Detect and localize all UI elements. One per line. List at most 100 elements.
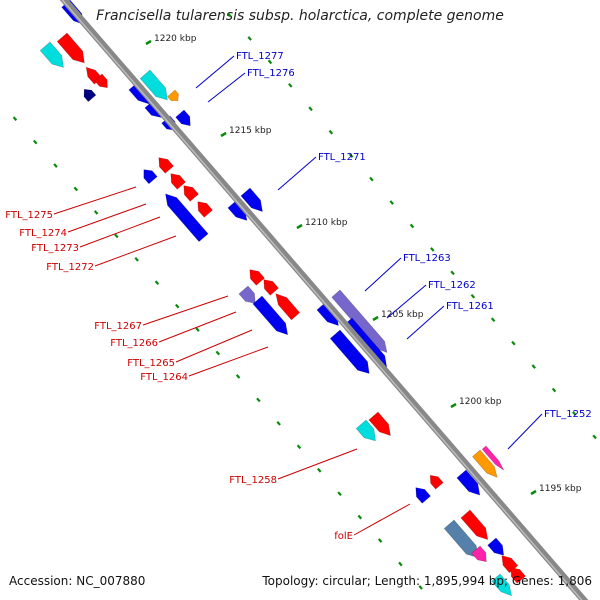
forward-gene-label: FTL_1276 xyxy=(247,68,295,79)
gene-arrow-red xyxy=(56,32,85,64)
ruler-tick-label: 1210 kbp xyxy=(305,218,348,228)
outer-track-dot xyxy=(154,280,160,286)
gene-arrow-red xyxy=(368,411,391,437)
ruler-tick xyxy=(145,39,152,46)
inner-track-dot xyxy=(267,59,273,65)
outer-track-dot xyxy=(12,116,18,121)
genome-backbone xyxy=(59,0,589,600)
outer-track-dot xyxy=(398,561,403,567)
inner-track-dot xyxy=(572,411,577,416)
inner-track-dot xyxy=(247,36,252,41)
reverse-gene-leader-line xyxy=(53,186,137,215)
gene-arrow-blue xyxy=(240,187,263,213)
backbone-highlight xyxy=(61,0,583,600)
inner-track-dot xyxy=(470,293,476,299)
reverse-gene-leader-line xyxy=(158,311,237,343)
reverse-gene-leader-line xyxy=(94,235,177,267)
inner-track-dot xyxy=(551,387,557,393)
ruler-tick-label: 1200 kbp xyxy=(459,397,502,407)
ruler-tick xyxy=(220,131,227,138)
inner-track-dot xyxy=(369,176,374,182)
gene-arrow-orange xyxy=(472,449,498,478)
forward-gene-label: FTL_1261 xyxy=(446,301,494,312)
forward-gene-leader-line xyxy=(364,257,402,292)
reverse-gene-label: folE xyxy=(334,531,353,542)
inner-track-dot xyxy=(450,270,455,276)
ruler-tick-label: 1220 kbp xyxy=(154,34,197,44)
forward-gene-label: FTL_1262 xyxy=(428,280,476,291)
inner-track-dot xyxy=(592,434,597,440)
gene-arrow-red xyxy=(275,293,301,321)
reverse-gene-label: FTL_1267 xyxy=(94,321,142,332)
reverse-gene-leader-line xyxy=(67,203,147,233)
forward-gene-leader-line xyxy=(386,284,427,319)
accession-text: Accession: NC_007880 xyxy=(9,574,146,588)
gene-arrow-blue xyxy=(143,169,158,185)
reverse-gene-leader-line xyxy=(353,503,411,536)
inner-track-dot xyxy=(288,82,293,88)
ruler-tick xyxy=(372,315,379,322)
reverse-gene-label: FTL_1264 xyxy=(140,372,188,383)
ruler-tick xyxy=(296,223,303,230)
inner-track-dot xyxy=(490,317,496,323)
inner-track-dot xyxy=(409,223,415,229)
gene-arrow-cyan xyxy=(491,573,513,597)
inner-track-dot xyxy=(531,364,536,369)
gene-arrow-red xyxy=(263,279,279,296)
gene-arrow-red xyxy=(510,567,526,584)
forward-gene-leader-line xyxy=(195,55,235,89)
gene-arrow-red xyxy=(460,509,489,541)
inner-track-dot xyxy=(328,129,334,135)
reverse-gene-leader-line xyxy=(79,216,161,248)
outer-track-dot xyxy=(276,421,281,426)
outer-track-dot xyxy=(175,303,180,309)
gene-arrow-red xyxy=(429,474,444,490)
outer-track-dot xyxy=(418,585,423,590)
gene-arrow-blue xyxy=(175,109,191,127)
outer-track-dot xyxy=(134,256,139,262)
reverse-gene-label: FTL_1273 xyxy=(31,243,79,254)
outer-track-dot xyxy=(256,397,261,403)
dotted-tracks xyxy=(12,12,597,590)
gene-arrow-pink xyxy=(471,545,487,563)
gene-arrow-navy xyxy=(83,88,97,103)
forward-gene-leader-line xyxy=(507,413,543,450)
inner-track-dot xyxy=(348,153,354,158)
reverse-gene-leader-line xyxy=(175,329,253,363)
gene-arrow-pink xyxy=(481,445,505,471)
gene-arrow-purple xyxy=(238,285,256,304)
gene-arrow-orange xyxy=(167,89,179,102)
gene-arrow-cyan xyxy=(355,419,376,442)
ruler-tick xyxy=(450,402,457,409)
forward-gene-label: FTL_1263 xyxy=(403,253,451,264)
outer-track-dot xyxy=(357,514,363,520)
gene-arrow-cyan xyxy=(39,41,64,68)
map-title: Francisella tularensis subsp. holarctica… xyxy=(96,8,504,24)
outer-track-dot xyxy=(73,186,79,192)
gene-arrow-blue xyxy=(252,295,289,336)
inner-track-dot xyxy=(227,12,232,18)
gene-arrow-purple xyxy=(331,289,388,353)
forward-gene-leader-line xyxy=(277,156,317,191)
gene-arrow-blue xyxy=(165,193,209,243)
gene-labels: FTL_1277FTL_1276FTL_1271FTL_1263FTL_1262… xyxy=(5,51,591,542)
outer-track-dot xyxy=(114,233,119,239)
inner-track-dot xyxy=(389,200,394,205)
gene-arrow-red xyxy=(94,73,108,89)
outer-track-dot xyxy=(32,139,38,145)
gene-arrow-red xyxy=(158,157,174,174)
gene-arrow-blue xyxy=(456,469,481,496)
inner-track-dot xyxy=(308,106,313,112)
ruler-tick-label: 1215 kbp xyxy=(229,126,272,136)
reverse-gene-leader-line xyxy=(188,346,269,377)
reverse-gene-label: FTL_1266 xyxy=(110,338,158,349)
reverse-gene-label: FTL_1258 xyxy=(229,475,277,486)
inner-track-dot xyxy=(511,340,516,346)
ruler-tick-label: 1195 kbp xyxy=(539,484,582,494)
outer-track-dot xyxy=(93,210,99,215)
ruler-tick xyxy=(530,489,537,496)
gene-arrow-blue xyxy=(415,487,431,504)
